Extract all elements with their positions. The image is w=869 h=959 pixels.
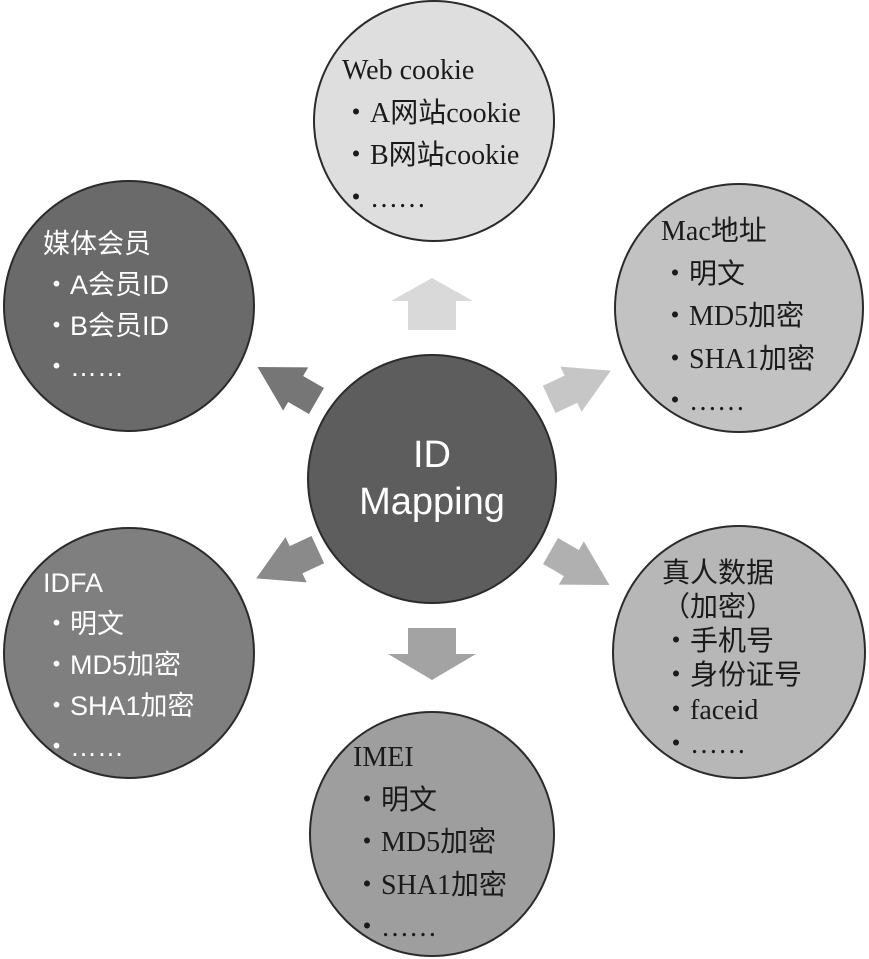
arrow-lower-left-icon: [256, 536, 325, 583]
real-person-title: 真人数据: [662, 558, 775, 589]
mac-item: ・明文: [661, 258, 746, 290]
real-person-item: ・手机号: [662, 626, 775, 658]
web-cookie-node: Web cookie ・A网站cookie ・B网站cookie ・……: [313, 0, 555, 242]
media-member-title: 媒体会员: [43, 229, 151, 259]
real-person-data-node: 真人数据 （加密） ・手机号 ・身份证号 ・faceid ・……: [612, 525, 866, 779]
idfa-node: IDFA ・明文 ・MD5加密 ・SHA1加密 ・……: [3, 527, 255, 779]
mac-item: ・SHA1加密: [661, 343, 816, 375]
idfa-title: IDFA: [43, 568, 104, 598]
mac-node: Mac地址 ・明文 ・MD5加密 ・SHA1加密 ・……: [614, 183, 864, 433]
imei-item: ・MD5加密: [353, 827, 497, 859]
web-cookie-item: ・……: [342, 182, 427, 214]
idfa-item: ・MD5加密: [43, 650, 182, 681]
real-person-item: ・……: [662, 728, 747, 760]
real-person-item: ・身份证号: [662, 660, 803, 692]
imei-item: ・明文: [353, 784, 438, 816]
imei-item: ・SHA1加密: [353, 869, 508, 901]
arrow-upper-left-icon: [257, 367, 324, 414]
arrow-up-icon: [391, 278, 473, 330]
media-member-item: ・B会员ID: [43, 311, 170, 342]
mac-item: ・……: [661, 386, 746, 418]
web-cookie-item: ・B网站cookie: [342, 140, 520, 172]
media-member-node: 媒体会员 ・A会员ID ・B会员ID ・……: [3, 180, 255, 432]
center-node: ID Mapping: [307, 354, 557, 604]
imei-item: ・……: [353, 912, 438, 944]
real-person-subtitle: （加密）: [662, 592, 775, 624]
idfa-item: ・……: [43, 732, 124, 763]
mac-item: ・MD5加密: [661, 301, 805, 333]
imei-title: IMEI: [353, 742, 414, 773]
mac-title: Mac地址: [661, 216, 767, 247]
real-person-item: ・faceid: [662, 694, 759, 726]
arrow-down-icon: [388, 628, 476, 680]
imei-node: IMEI ・明文 ・MD5加密 ・SHA1加密 ・……: [309, 711, 555, 957]
arrow-lower-right-icon: [543, 538, 610, 585]
arrow-upper-right-icon: [542, 366, 611, 413]
media-member-item: ・A会员ID: [43, 270, 170, 301]
idfa-item: ・明文: [43, 609, 124, 640]
web-cookie-title: Web cookie: [342, 55, 475, 86]
media-member-item: ・……: [43, 352, 124, 383]
idfa-item: ・SHA1加密: [43, 691, 195, 722]
center-line1: ID: [413, 433, 451, 476]
web-cookie-item: ・A网站cookie: [342, 97, 521, 129]
center-line2: Mapping: [359, 481, 505, 523]
